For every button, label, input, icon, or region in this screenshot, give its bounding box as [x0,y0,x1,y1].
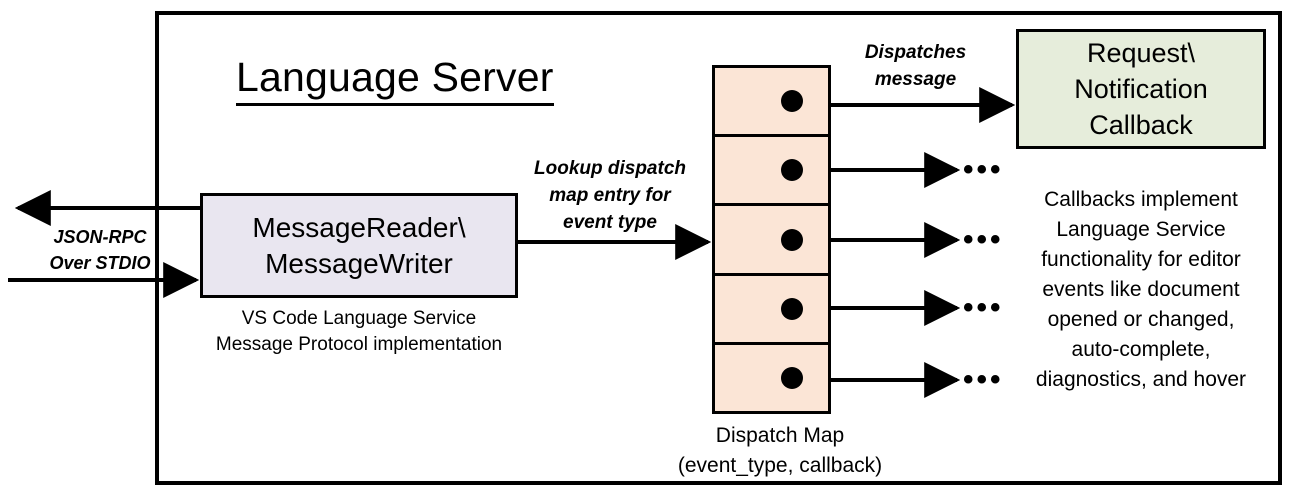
callback-pointer-dot-icon [781,159,803,182]
callbacks-description-line: diagnostics, and hover [1035,368,1247,391]
dispatch-map-caption-line2: (event_type, callback) [677,454,883,477]
dispatch-map-row[interactable] [715,345,828,411]
page-title-text: Language Server [236,54,554,106]
dispatch-map-row[interactable] [715,276,828,345]
dispatches-message-line2: message [874,69,957,90]
request-notification-callback-label: Request\ Notification Callback [1074,35,1208,143]
callback-line1: Request\ [1086,38,1196,68]
dispatch-map-row[interactable] [715,137,828,207]
message-reader-caption-line1: VS Code Language Service [241,308,477,329]
ellipsis-row-4: ••• [963,291,1004,324]
lookup-dispatch-line3: event type [563,212,657,233]
lookup-dispatch-line2: map entry for [549,185,671,206]
dispatches-message-annotation: Dispatches message [828,39,1003,93]
request-notification-callback-box[interactable]: Request\ Notification Callback [1016,29,1266,149]
dispatches-message-line1: Dispatches [864,42,967,63]
language-server-container [155,11,1282,485]
message-reader-line: MessageReader\ [252,211,466,243]
callbacks-description-line: Language Service [1056,218,1226,241]
message-reader-writer-label: MessageReader\ MessageWriter [252,210,465,282]
dispatch-map-row[interactable] [715,206,828,276]
ellipsis-row-5: ••• [963,363,1004,396]
message-reader-caption-line2: Message Protocol implementation [215,334,503,355]
callbacks-description-line: opened or changed, [1047,308,1235,331]
dispatch-map-caption: Dispatch Map (event_type, callback) [640,421,920,481]
callback-pointer-dot-icon [781,228,803,251]
dispatch-map-caption-line1: Dispatch Map [715,424,845,447]
dispatch-map-row[interactable] [715,68,828,138]
jsonrpc-annotation-line1: JSON-RPC [53,227,147,247]
callback-pointer-dot-icon [781,297,803,320]
page-title: Language Server [236,52,554,106]
callbacks-description-line: Callbacks implement [1044,188,1238,211]
jsonrpc-annotation: JSON-RPC Over STDIO [20,224,180,276]
callback-pointer-dot-icon [781,90,803,113]
callbacks-description: Callbacks implement Language Service fun… [1008,185,1274,395]
callbacks-description-line: events like document [1042,278,1240,301]
dispatch-map-table[interactable] [712,65,831,414]
ellipsis-row-3: ••• [963,223,1004,256]
message-writer-line: MessageWriter [265,247,453,279]
callbacks-description-line: functionality for editor [1041,248,1241,271]
jsonrpc-annotation-line2: Over STDIO [49,253,151,273]
callback-pointer-dot-icon [781,366,803,389]
lookup-dispatch-line1: Lookup dispatch [534,158,686,179]
callbacks-description-line: auto-complete, [1071,338,1211,361]
message-reader-caption: VS Code Language Service Message Protoco… [198,306,520,358]
lookup-dispatch-annotation: Lookup dispatch map entry for event type [510,155,710,236]
callback-line3: Callback [1089,110,1193,140]
callback-line2: Notification [1074,74,1208,104]
message-reader-writer-box[interactable]: MessageReader\ MessageWriter [200,193,518,298]
ellipsis-row-2: ••• [963,153,1004,186]
